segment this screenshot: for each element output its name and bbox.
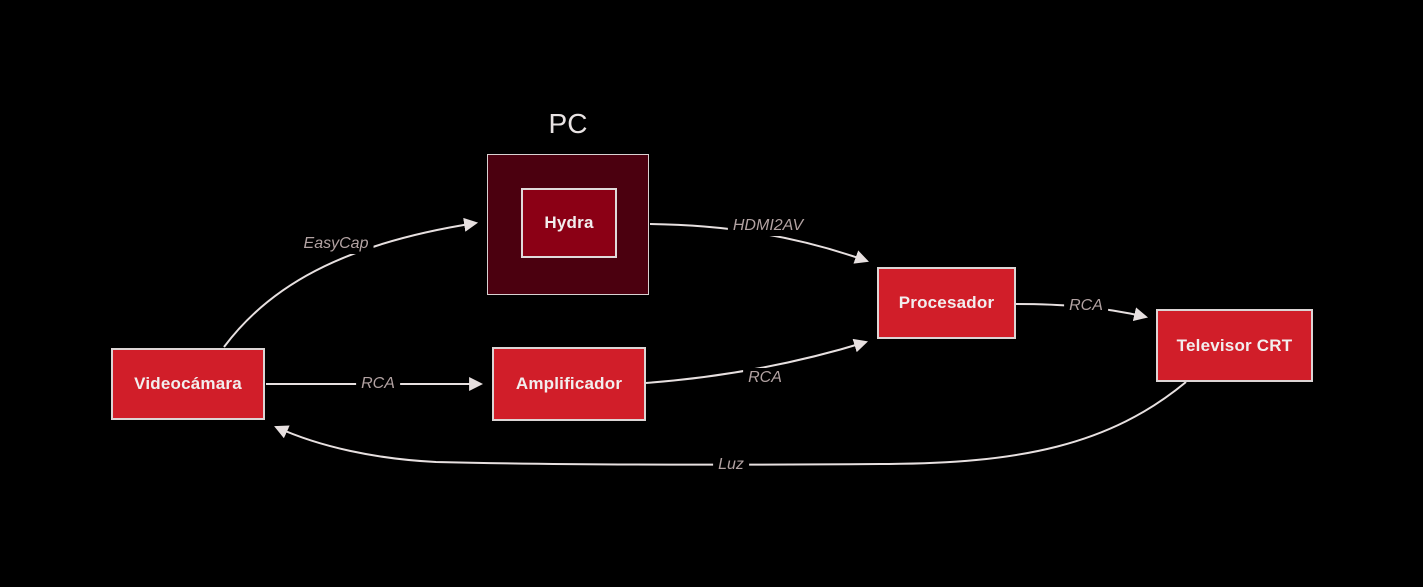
edge-label-easycap: EasyCap xyxy=(298,234,374,254)
node-televisor-crt: Televisor CRT xyxy=(1156,309,1313,382)
node-procesador-label: Procesador xyxy=(898,293,995,312)
edge-videocamara-hydra xyxy=(223,217,479,348)
node-amplificador: Amplificador xyxy=(492,347,646,421)
node-hydra: Hydra xyxy=(521,188,617,258)
node-amplificador-label: Amplificador xyxy=(515,374,623,393)
edge-label-rca-1: RCA xyxy=(356,374,400,394)
edge-televisor-videocamara xyxy=(274,381,1187,466)
edge-label-hdmi2av: HDMI2AV xyxy=(727,216,809,236)
node-videocamara-label: Videocámara xyxy=(134,374,242,393)
node-videocamara: Videocámara xyxy=(111,348,265,420)
cluster-pc-title: PC xyxy=(548,108,588,139)
node-procesador: Procesador xyxy=(877,267,1016,339)
edge-label-rca-3: RCA xyxy=(1064,296,1108,316)
edge-label-luz: Luz xyxy=(713,455,749,475)
node-televisor-crt-label: Televisor CRT xyxy=(1176,335,1293,355)
node-hydra-label: Hydra xyxy=(544,213,594,232)
edge-label-rca-2: RCA xyxy=(743,368,787,388)
